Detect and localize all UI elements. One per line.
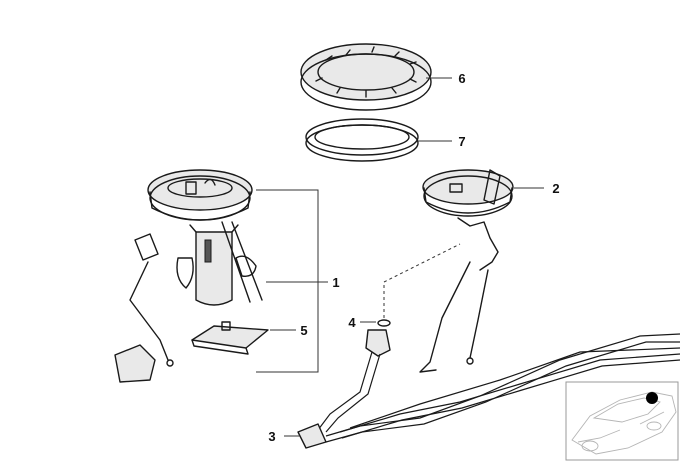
vehicle-thumbnail: [565, 381, 679, 461]
callout-4: 4: [348, 315, 356, 330]
fuel-pump-assembly-part: [114, 169, 263, 383]
callout-5: 5: [300, 323, 307, 338]
suction-device-part: [419, 169, 514, 373]
location-marker-icon: [646, 392, 658, 404]
filter-part: [191, 321, 269, 355]
callout-6: 6: [458, 71, 465, 86]
lock-ring-part: [300, 43, 432, 111]
callout-2: 2: [552, 181, 559, 196]
o-ring-part: [377, 319, 391, 327]
fuel-line-part: [297, 329, 680, 449]
car-outline-icon: [571, 391, 677, 455]
callout-3: 3: [268, 429, 275, 444]
leader-lines: [256, 77, 544, 437]
callout-1: 1: [332, 275, 339, 290]
callout-7: 7: [458, 134, 465, 149]
seal-ring-part: [305, 118, 419, 162]
